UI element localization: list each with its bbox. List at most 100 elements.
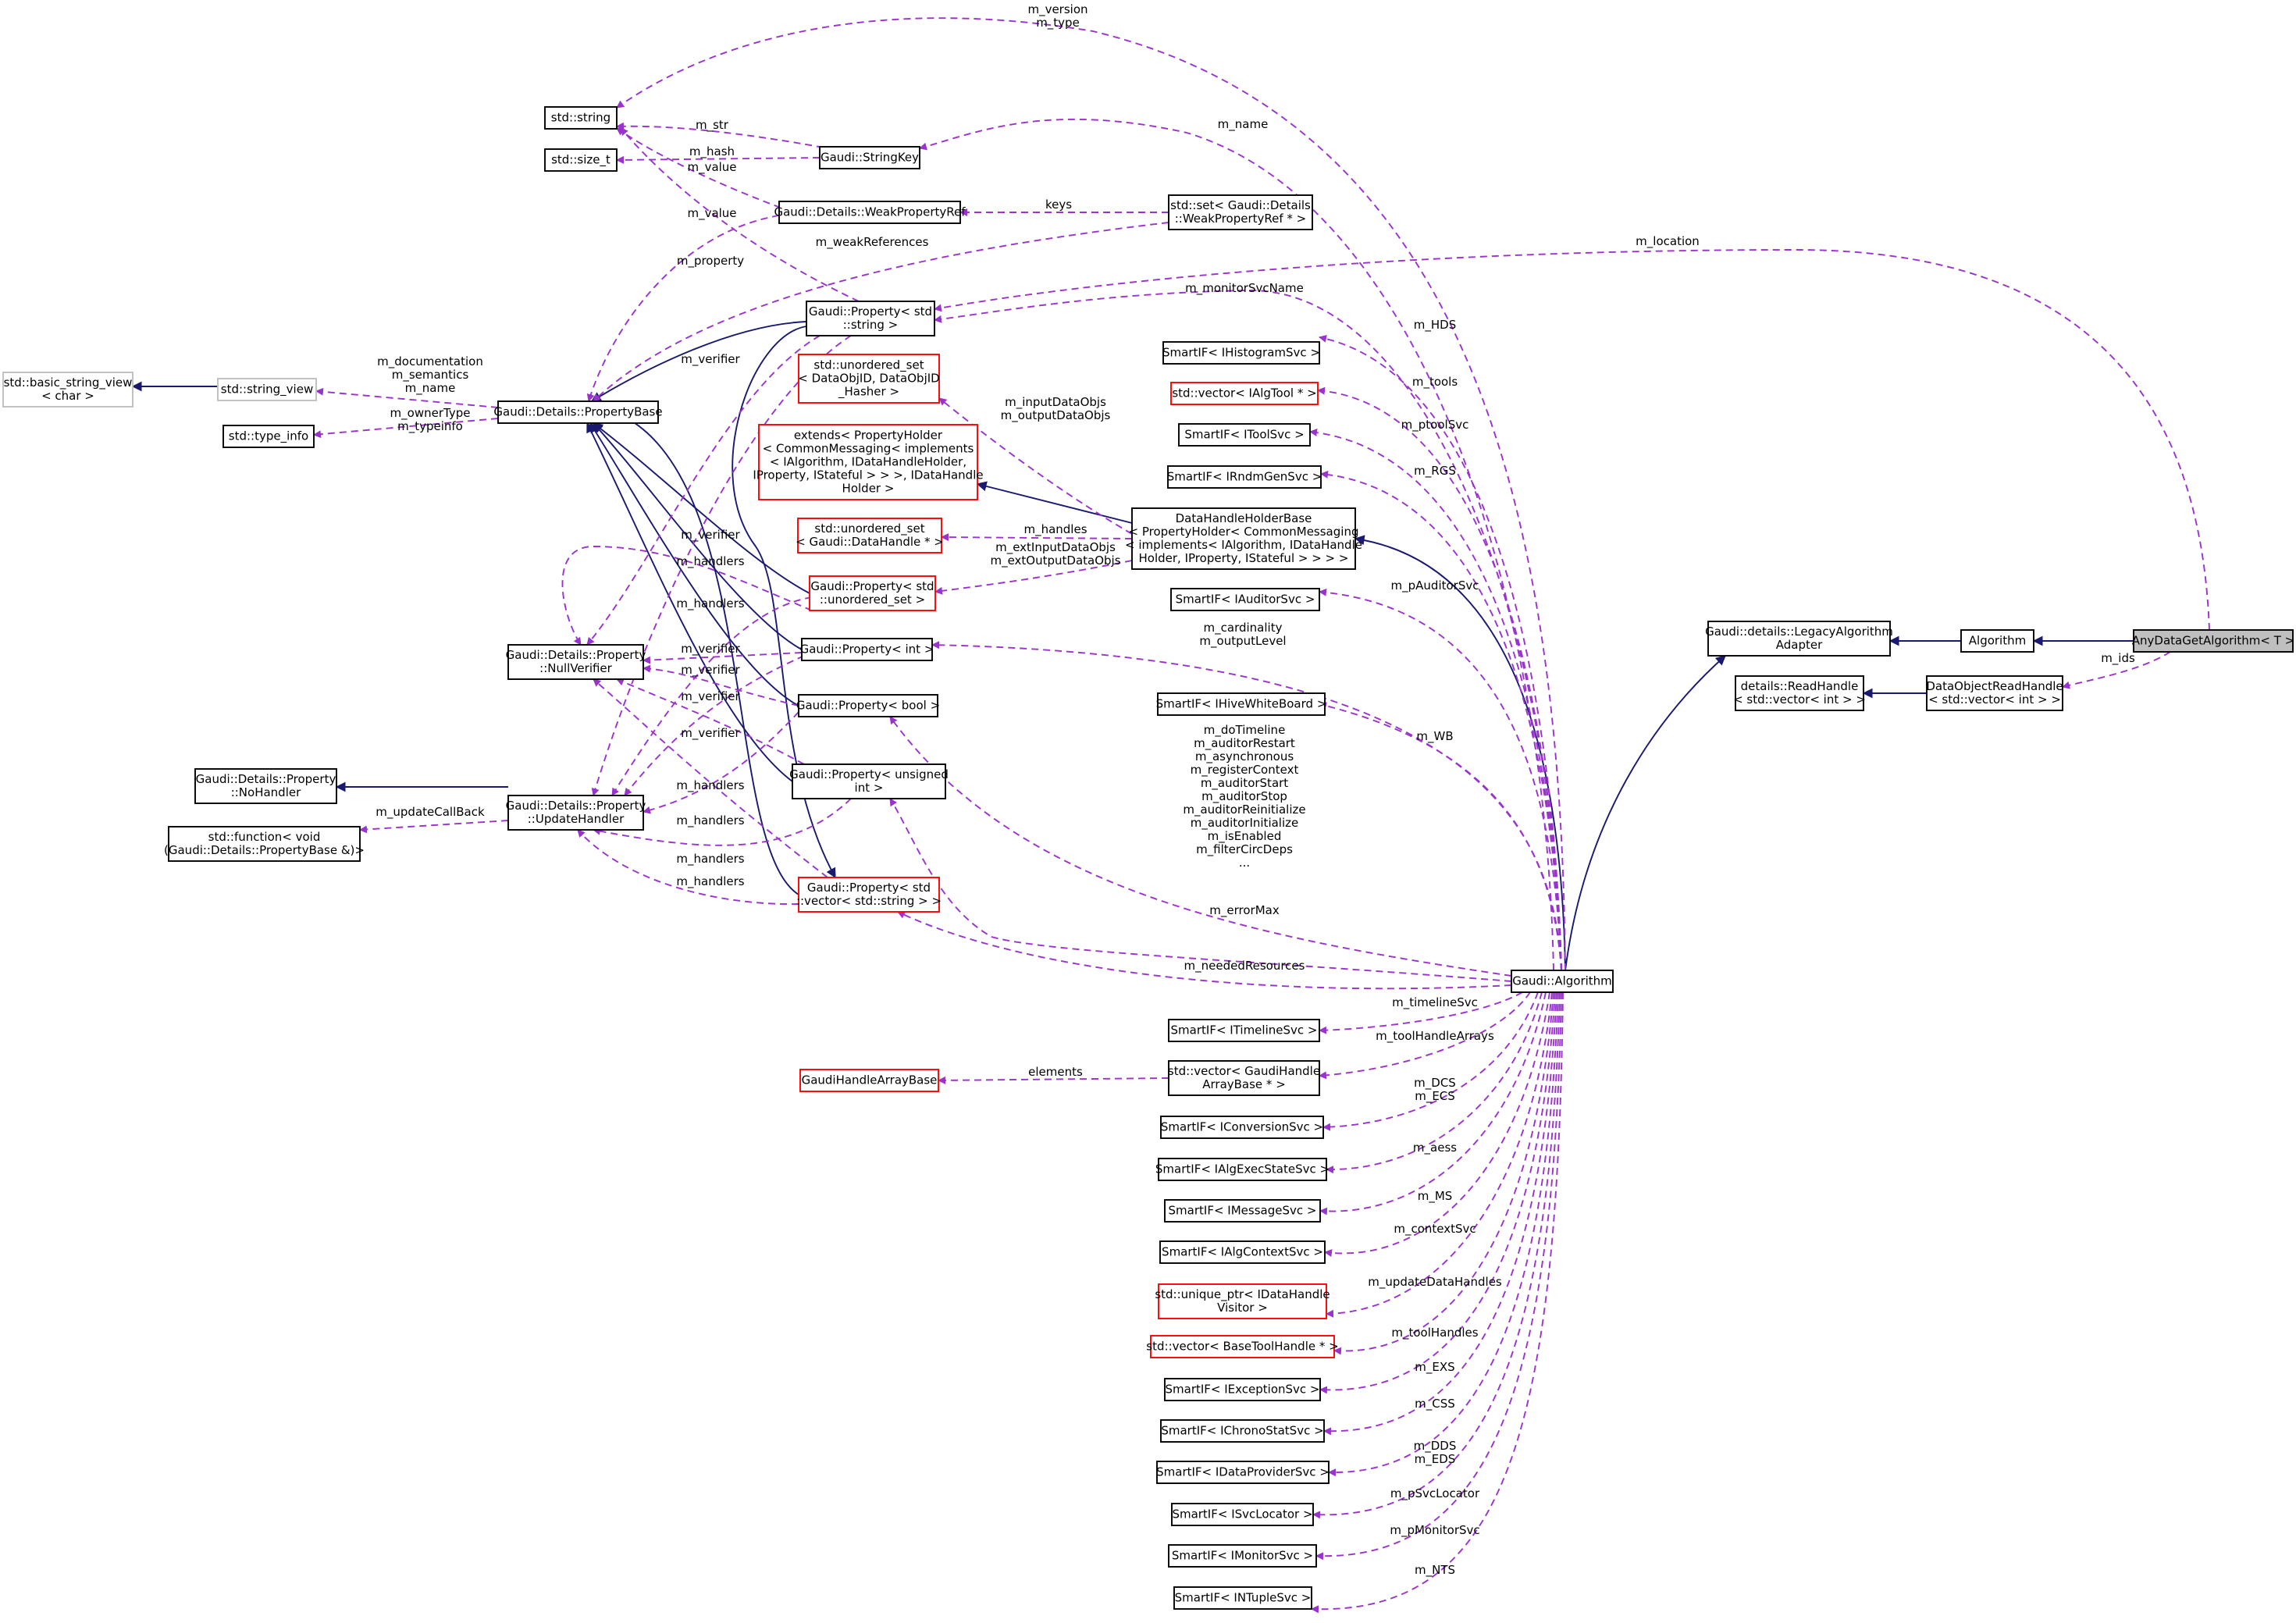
- std-size-t-node[interactable]: std::size_t: [544, 148, 618, 172]
- prop-string-inherit-edge: [590, 321, 807, 402]
- smart-algexec-node[interactable]: SmartIF< IAlgExecStateSvc >: [1155, 1158, 1330, 1181]
- weakpropref-node[interactable]: Gaudi::Details::WeakPropertyRef: [774, 201, 966, 224]
- type-info-node[interactable]: std::type_info: [222, 425, 315, 448]
- node-label: ::UpdateHandler: [528, 812, 625, 826]
- node-box: [2133, 629, 2294, 653]
- smart-chrono-node[interactable]: SmartIF< IChronoStatSvc >: [1160, 1419, 1325, 1443]
- node-box: [1131, 507, 1356, 570]
- std-function-node[interactable]: std::function< void(Gaudi::Details::Prop…: [164, 826, 365, 862]
- node-label: Gaudi::Property< std: [810, 579, 934, 593]
- in-out-dataobjs-edge-label: m_outputDataObjs: [1001, 408, 1111, 423]
- vec-algtool-node[interactable]: std::vector< IAlgTool * >: [1170, 382, 1319, 405]
- verifier-4-usage-edge: [643, 664, 799, 707]
- smart-conversion-node[interactable]: SmartIF< IConversionSvc >: [1160, 1116, 1324, 1139]
- smart-hive-node[interactable]: SmartIF< IHiveWhiteBoard >: [1156, 692, 1327, 716]
- node-label: Gaudi::Details::Property: [196, 772, 336, 786]
- handlearraybase-node[interactable]: GaudiHandleArrayBase: [799, 1069, 939, 1092]
- smart-rndm-node[interactable]: SmartIF< IRndmGenSvc >: [1167, 465, 1322, 489]
- string-view-node[interactable]: std::string_view: [217, 378, 317, 401]
- node-box: [758, 424, 978, 500]
- set-weak-node[interactable]: std::set< Gaudi::Details::WeakPropertyRe…: [1168, 194, 1313, 230]
- ptoolsvc-edge-label: m_ptoolSvc: [1401, 418, 1469, 432]
- smart-svclocator-node[interactable]: SmartIF< ISvcLocator >: [1171, 1503, 1314, 1526]
- gaudi-algorithm-node[interactable]: Gaudi::Algorithm: [1511, 970, 1614, 993]
- prop-int-node[interactable]: Gaudi::Property< int >: [800, 638, 934, 661]
- ids-edge-label: m_ids: [2101, 651, 2135, 666]
- node-label: IProperty, IStateful > > >, IDataHandle: [753, 468, 983, 482]
- toolhandles-usage-edge: [1333, 991, 1554, 1355]
- monitorsvcname-edge-label: m_monitorSvcName: [1185, 281, 1304, 296]
- prop-string-node[interactable]: Gaudi::Property< std::string >: [806, 301, 935, 336]
- smart-monitor-node[interactable]: SmartIF< IMonitorSvc >: [1168, 1544, 1317, 1568]
- vec-basetool-node[interactable]: std::vector< BaseToolHandle * >: [1146, 1335, 1339, 1358]
- prop-bool-node[interactable]: Gaudi::Property< bool >: [796, 694, 940, 717]
- toolhandlearrays-edge-label: m_toolHandleArrays: [1376, 1029, 1494, 1044]
- smart-exception-node[interactable]: SmartIF< IExceptionSvc >: [1164, 1378, 1321, 1401]
- property-usage-edge: [586, 215, 780, 402]
- dhhb-node[interactable]: DataHandleHolderBase< PropertyHolder< Co…: [1125, 507, 1362, 570]
- updatecallback-edge-label: m_updateCallBack: [376, 805, 485, 820]
- node-label: std::function< void: [208, 830, 321, 844]
- ext-dataobjs-edge-label: m_extInputDataObjs: [995, 540, 1116, 555]
- unordered-datahandle-node[interactable]: std::unordered_set< Gaudi::DataHandle * …: [796, 518, 944, 553]
- prop-uset-node[interactable]: Gaudi::Property< std::unordered_set >: [809, 575, 936, 611]
- node-box: [1150, 1335, 1335, 1358]
- vec-handlearray-node[interactable]: std::vector< GaudiHandleArrayBase * >: [1168, 1060, 1320, 1096]
- node-label: _Hasher >: [838, 385, 899, 400]
- rgs-usage-edge: [1320, 470, 1562, 971]
- smart-algcontext-node[interactable]: SmartIF< IAlgContextSvc >: [1159, 1240, 1326, 1264]
- unordered-dataobj-node[interactable]: std::unordered_set< DataObjID, DataObjID…: [798, 354, 940, 404]
- handlers-4-edge-label: m_handlers: [676, 813, 744, 828]
- dataobjreadhandle-node[interactable]: DataObjectReadHandle< std::vector< int >…: [1926, 675, 2063, 711]
- std-string-node[interactable]: std::string: [544, 106, 618, 130]
- nohandler-node[interactable]: Gaudi::Details::Property::NoHandler: [194, 768, 337, 804]
- extends-node[interactable]: extends< PropertyHolder< CommonMessaging…: [753, 424, 984, 500]
- anydataget-node[interactable]: AnyDataGetAlgorithm< T >: [2132, 629, 2295, 653]
- smart-ntuple-node[interactable]: SmartIF< INTupleSvc >: [1173, 1586, 1312, 1610]
- bool-props-edge-label: m_auditorReinitialize: [1183, 803, 1305, 817]
- node-label: (Gaudi::Details::PropertyBase &)>: [164, 843, 365, 857]
- bool-props-edge-label: m_auditorRestart: [1194, 736, 1295, 751]
- prop-vecstr-node[interactable]: Gaudi::Property< std::vector< std::strin…: [796, 877, 942, 913]
- node-box: [194, 768, 337, 804]
- dcs-ecs-edge-label: m_ECS: [1415, 1089, 1455, 1104]
- algorithm-node[interactable]: Algorithm: [1960, 629, 2034, 653]
- toolhandles-edge-label: m_toolHandles: [1391, 1326, 1478, 1340]
- dds-eds-edge-label: m_EDS: [1415, 1452, 1456, 1467]
- card-outlevel-edge-label: m_outputLevel: [1199, 634, 1286, 649]
- node-label: SmartIF< IRndmGenSvc >: [1167, 470, 1322, 484]
- basic-string-view-node[interactable]: std::basic_string_view< char >: [2, 372, 133, 408]
- node-box: [222, 425, 315, 448]
- prop-unsigned-inherit-edge: [586, 422, 793, 782]
- node-box: [1158, 1283, 1327, 1319]
- updatehandler-node[interactable]: Gaudi::Details::Property::UpdateHandler: [506, 795, 646, 831]
- node-label: Holder >: [842, 482, 895, 496]
- dds-eds-usage-edge: [1328, 991, 1559, 1477]
- nullverifier-node[interactable]: Gaudi::Details::Property::NullVerifier: [506, 644, 646, 680]
- smart-timeline-node[interactable]: SmartIF< ITimelineSvc >: [1168, 1019, 1320, 1042]
- node-box: [1171, 1503, 1314, 1526]
- in-out-dataobjs-edge-label: m_inputDataObjs: [1005, 395, 1106, 410]
- smart-hist-node[interactable]: SmartIF< IHistogramSvc >: [1162, 341, 1320, 365]
- contextsvc-usage-edge: [1324, 991, 1550, 1258]
- updatecallback-usage-edge: [359, 820, 509, 834]
- stringkey-node[interactable]: Gaudi::StringKey: [819, 146, 920, 169]
- smart-dataprovider-node[interactable]: SmartIF< IDataProviderSvc >: [1156, 1461, 1330, 1484]
- value-wpr-edge-label: m_value: [687, 160, 736, 175]
- node-label: < CommonMessaging< implements: [763, 442, 974, 456]
- node-label: SmartIF< IConversionSvc >: [1161, 1120, 1323, 1134]
- smart-auditor-node[interactable]: SmartIF< IAuditorSvc >: [1170, 588, 1320, 611]
- node-label: Gaudi::Property< std: [809, 304, 932, 319]
- smart-message-node[interactable]: SmartIF< IMessageSvc >: [1164, 1199, 1321, 1223]
- updatedatahandles-usage-edge: [1326, 991, 1553, 1318]
- bool-props-edge-label: m_auditorInitialize: [1191, 816, 1299, 831]
- smart-toolsvc-node[interactable]: SmartIF< IToolSvc >: [1178, 423, 1311, 447]
- readhandle-node[interactable]: details::ReadHandle< std::vector< int > …: [1733, 675, 1866, 711]
- nts-edge-label: m_NTS: [1415, 1563, 1455, 1578]
- value-prop-edge-label: m_value: [687, 206, 736, 221]
- propertybase-node[interactable]: Gaudi::Details::PropertyBase: [493, 400, 663, 424]
- node-label: < char >: [41, 389, 94, 403]
